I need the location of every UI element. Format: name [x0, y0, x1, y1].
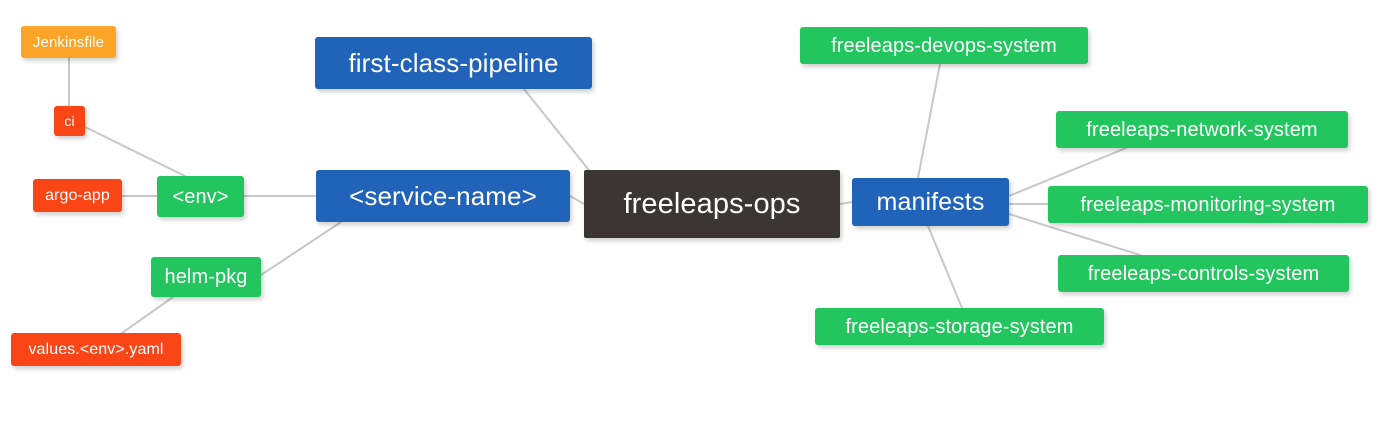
- edge-freeleaps-ops-to-first-class-pipeline: [523, 88, 593, 175]
- node-freeleaps-controls-system[interactable]: freeleaps-controls-system: [1058, 255, 1349, 292]
- edge-freeleaps-ops-to-service-name: [569, 195, 585, 205]
- edge-manifests-to-freeleaps-devops-system: [917, 63, 941, 179]
- node-ci[interactable]: ci: [54, 106, 85, 136]
- node-jenkinsfile[interactable]: Jenkinsfile: [21, 26, 116, 58]
- node-freeleaps-network-system[interactable]: freeleaps-network-system: [1056, 111, 1348, 148]
- node-manifests[interactable]: manifests: [852, 178, 1009, 226]
- edge-service-name-to-helm-pkg: [260, 221, 342, 276]
- node-argo-app[interactable]: argo-app: [33, 179, 122, 212]
- node-freeleaps-storage-system[interactable]: freeleaps-storage-system: [815, 308, 1104, 345]
- node-values-env-yaml[interactable]: values.<env>.yaml: [11, 333, 181, 366]
- edge-env-to-ci: [84, 126, 186, 177]
- node-first-class-pipeline[interactable]: first-class-pipeline: [315, 37, 592, 89]
- node-helm-pkg[interactable]: helm-pkg: [151, 257, 261, 297]
- node-freeleaps-devops-system[interactable]: freeleaps-devops-system: [800, 27, 1088, 64]
- edge-manifests-to-freeleaps-storage-system: [927, 225, 963, 309]
- node-env[interactable]: <env>: [157, 176, 244, 217]
- edge-helm-pkg-to-values-env-yaml: [121, 296, 174, 334]
- edge-freeleaps-ops-to-manifests: [839, 201, 853, 205]
- node-freeleaps-monitoring-system[interactable]: freeleaps-monitoring-system: [1048, 186, 1368, 223]
- node-service-name[interactable]: <service-name>: [316, 170, 570, 222]
- node-freeleaps-ops[interactable]: freeleaps-ops: [584, 170, 840, 238]
